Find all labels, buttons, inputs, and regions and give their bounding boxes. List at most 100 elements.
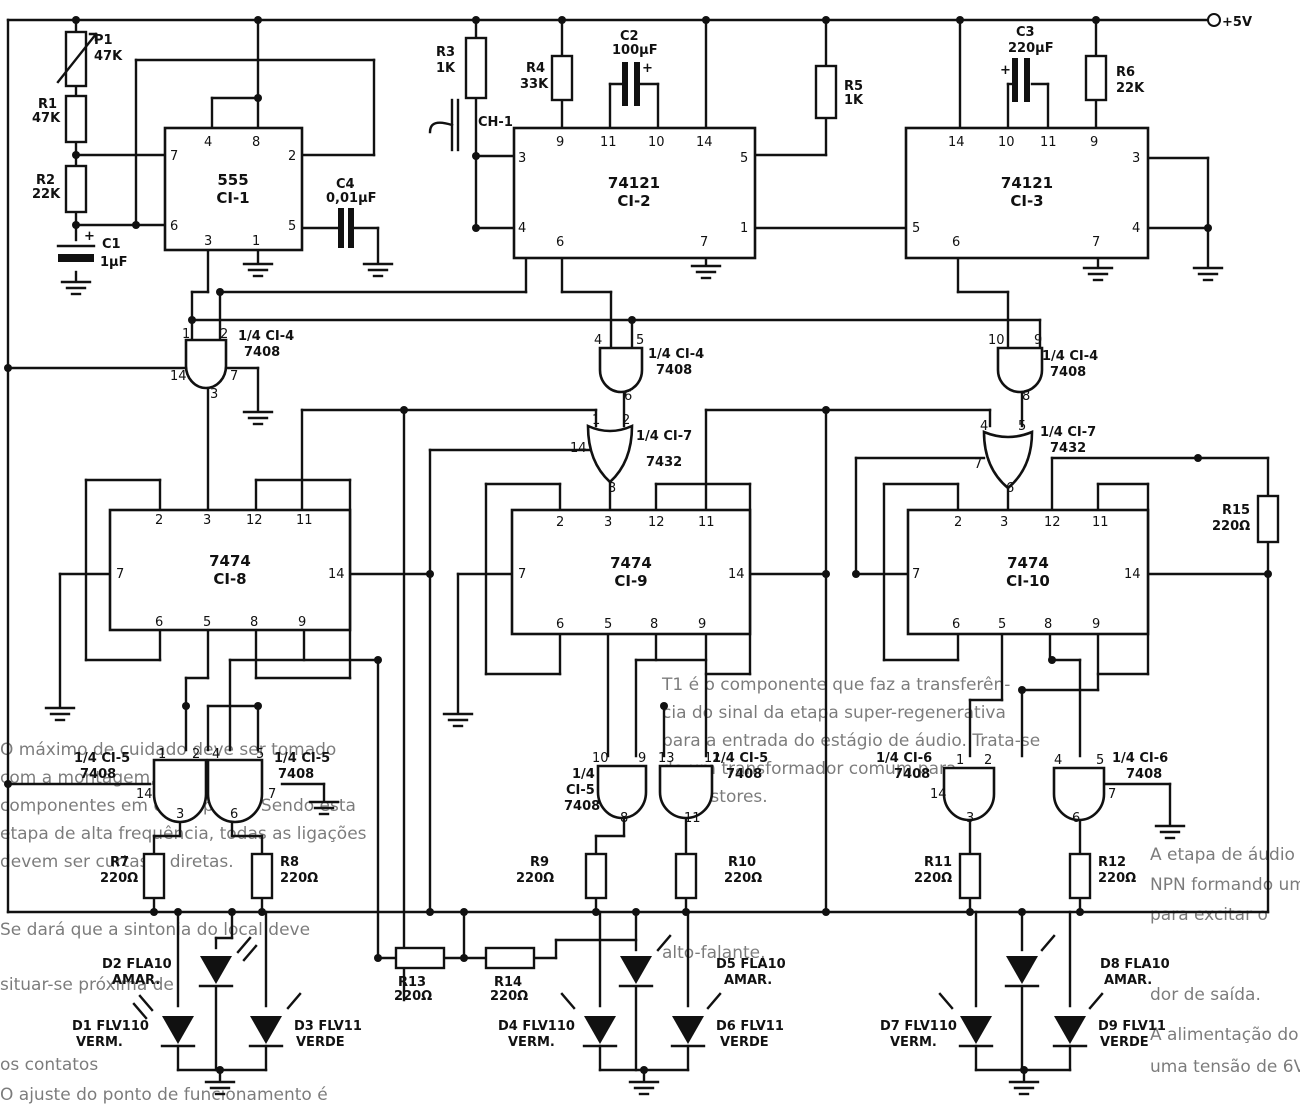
svg-text:C2: C2	[620, 29, 639, 44]
ground-symbol	[242, 262, 274, 278]
svg-text:D1 FLV110: D1 FLV110	[72, 1019, 149, 1034]
svg-text:NPN formando um amplificador: NPN formando um amplificador	[1150, 875, 1300, 895]
svg-text:cia do sinal da etapa super-re: cia do sinal da etapa super-regenerativa	[662, 703, 1006, 723]
ground-symbol	[442, 712, 474, 728]
capacitor-c4: C4 0,01µF	[326, 177, 377, 248]
capacitor-c2: + C2 100µF	[612, 29, 658, 106]
svg-text:6: 6	[556, 617, 564, 632]
led-d5: D5 FLA10 AMAR.	[618, 934, 786, 988]
svg-text:D4 FLV110: D4 FLV110	[498, 1019, 575, 1034]
svg-text:C1: C1	[102, 237, 121, 252]
svg-text:CI-9: CI-9	[614, 572, 647, 590]
resistor-r11: R11 220Ω	[914, 852, 982, 900]
svg-text:VERDE: VERDE	[1100, 1035, 1149, 1050]
svg-text:220Ω: 220Ω	[1098, 871, 1136, 886]
led-d6: D6 FLV11 VERDE	[670, 992, 784, 1050]
svg-text:2: 2	[288, 149, 296, 164]
svg-text:8: 8	[250, 615, 258, 630]
svg-text:CI-10: CI-10	[1006, 572, 1050, 590]
svg-text:100µF: 100µF	[612, 43, 658, 58]
svg-text:11: 11	[1092, 515, 1109, 530]
svg-text:9: 9	[1092, 617, 1100, 632]
svg-text:7408: 7408	[80, 767, 116, 782]
svg-text:14: 14	[170, 369, 187, 384]
svg-text:D8 FLA10: D8 FLA10	[1100, 957, 1170, 972]
svg-text:2: 2	[192, 747, 200, 762]
svg-text:T1 é o componente que faz a tr: T1 é o componente que faz a transferên-	[661, 675, 1010, 695]
svg-text:CI-2: CI-2	[617, 192, 650, 210]
svg-text:+: +	[1000, 63, 1011, 78]
svg-text:R9: R9	[530, 855, 549, 870]
svg-text:R11: R11	[924, 855, 952, 870]
svg-text:7: 7	[518, 567, 526, 582]
svg-text:12: 12	[1044, 515, 1061, 530]
resistor-r9: R9 220Ω	[516, 852, 608, 900]
svg-text:5: 5	[1096, 753, 1104, 768]
led-d4: D4 FLV110 VERM.	[498, 992, 618, 1050]
ground-symbol	[1154, 824, 1186, 840]
svg-text:4: 4	[1054, 753, 1062, 768]
svg-text:74121: 74121	[608, 174, 660, 192]
svg-text:9: 9	[638, 751, 646, 766]
capacitor-c1: + C1 1µF	[56, 229, 128, 270]
svg-text:220Ω: 220Ω	[394, 989, 432, 1004]
svg-text:7: 7	[700, 235, 708, 250]
svg-text:5: 5	[256, 747, 264, 762]
resistor-r10: R10 220Ω	[674, 852, 762, 900]
svg-text:3: 3	[608, 481, 616, 496]
svg-text:14: 14	[570, 441, 587, 456]
svg-text:2: 2	[220, 327, 228, 342]
svg-text:6: 6	[952, 235, 960, 250]
svg-text:14: 14	[136, 787, 153, 802]
svg-text:3: 3	[1000, 515, 1008, 530]
svg-text:5: 5	[740, 151, 748, 166]
led-d2: D2 FLA10 AMAR.	[102, 936, 258, 988]
svg-text:22K: 22K	[32, 187, 61, 202]
svg-text:7408: 7408	[244, 345, 280, 360]
svg-text:8: 8	[252, 135, 260, 150]
svg-text:etapa de alta frequência, toda: etapa de alta frequência, todas as ligaç…	[0, 824, 367, 844]
resistor-r2: R2 22K	[32, 164, 88, 214]
svg-text:7432: 7432	[1050, 441, 1086, 456]
svg-text:AMAR.: AMAR.	[112, 973, 160, 988]
svg-text:4: 4	[594, 333, 602, 348]
svg-text:para excitar o: para excitar o	[1150, 905, 1268, 925]
svg-text:Se dará que a sintonia do loca: Se dará que a sintonia do local deve	[0, 920, 310, 940]
ground-symbol	[1192, 266, 1224, 282]
svg-text:7: 7	[912, 567, 920, 582]
svg-text:8: 8	[620, 811, 628, 826]
svg-text:R10: R10	[728, 855, 756, 870]
svg-text:7: 7	[1092, 235, 1100, 250]
svg-text:7408: 7408	[726, 767, 762, 782]
svg-text:4: 4	[1132, 221, 1140, 236]
svg-text:+: +	[84, 229, 95, 244]
svg-text:220Ω: 220Ω	[1212, 519, 1250, 534]
svg-text:7408: 7408	[1126, 767, 1162, 782]
svg-text:220Ω: 220Ω	[490, 989, 528, 1004]
svg-text:5: 5	[1018, 419, 1026, 434]
svg-text:11: 11	[684, 811, 701, 826]
ground-symbol	[204, 1080, 236, 1096]
led-d3: D3 FLV11 VERDE	[248, 992, 362, 1050]
switch-ch1[interactable]: CH-1	[428, 98, 513, 159]
svg-text:dor de saída.: dor de saída.	[1150, 985, 1261, 1005]
svg-text:1/4 CI-6: 1/4 CI-6	[876, 751, 932, 766]
led-d8: D8 FLA10 AMAR.	[1004, 934, 1170, 988]
svg-text:8: 8	[1022, 389, 1030, 404]
svg-text:2: 2	[622, 413, 630, 428]
svg-text:7: 7	[268, 787, 276, 802]
svg-text:4: 4	[204, 135, 212, 150]
svg-text:R6: R6	[1116, 65, 1135, 80]
svg-text:7408: 7408	[564, 799, 600, 814]
svg-text:VERM.: VERM.	[76, 1035, 123, 1050]
svg-text:7: 7	[974, 457, 982, 472]
svg-text:6: 6	[230, 807, 238, 822]
svg-text:9: 9	[698, 617, 706, 632]
svg-text:A alimentação do circuito é fe: A alimentação do circuito é feita com	[1150, 1025, 1300, 1045]
